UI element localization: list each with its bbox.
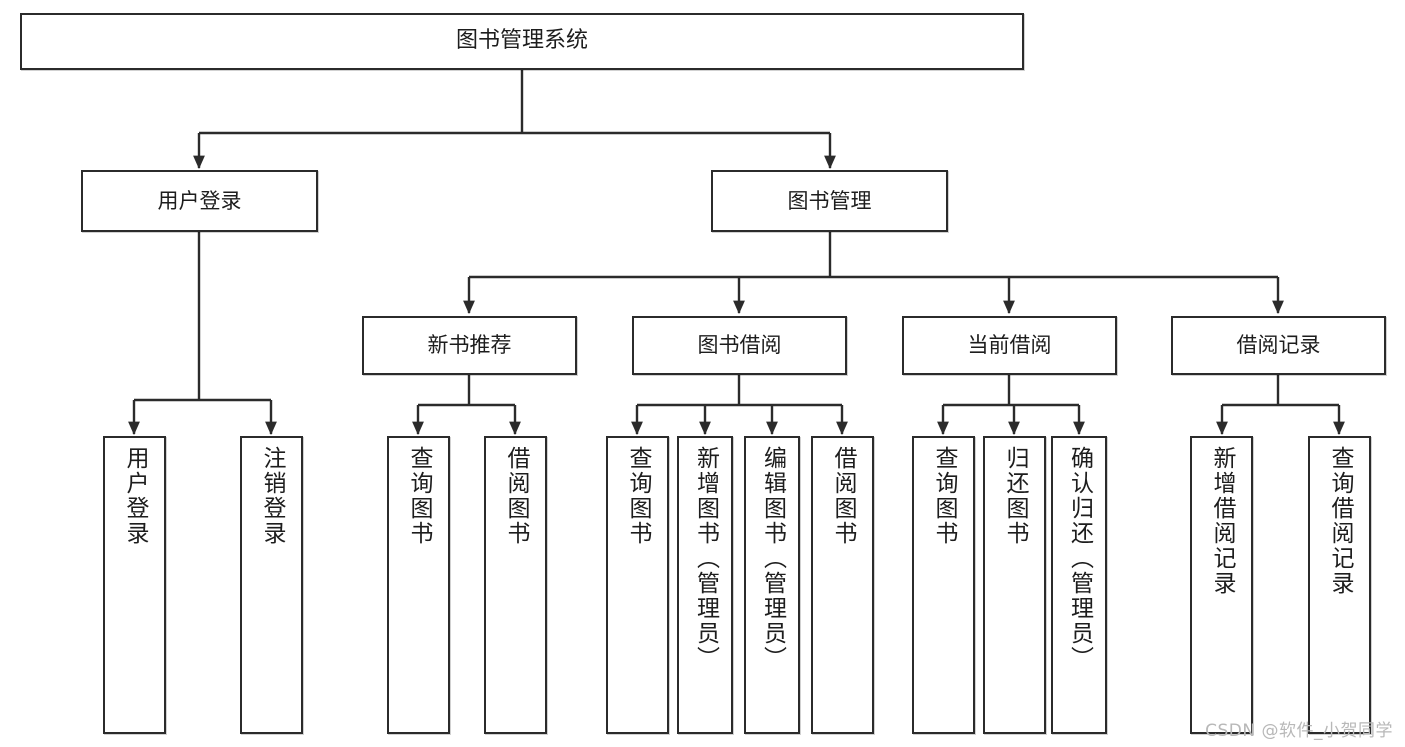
node-new-book-rec-label: 新书推荐: [427, 333, 512, 358]
node-root[interactable]: 图书管理系统: [20, 13, 1024, 70]
node-root-label: 图书管理系统: [455, 28, 588, 54]
node-leaf-return-book-label: 归还图书: [1002, 446, 1028, 546]
node-current-borrow-label: 当前借阅: [967, 333, 1052, 358]
node-leaf-query-book-rec-label: 查询图书: [406, 446, 432, 546]
node-user-login[interactable]: 用户登录: [81, 170, 318, 232]
node-current-borrow[interactable]: 当前借阅: [902, 316, 1117, 375]
node-leaf-confirm-return-label: 确认归还（管理员）: [1066, 446, 1093, 671]
node-leaf-query-book-cb[interactable]: 查询图书: [912, 436, 975, 734]
node-leaf-user-login-label: 用户登录: [122, 446, 148, 546]
node-book-manage-label: 图书管理: [787, 188, 872, 213]
node-leaf-query-book-rec[interactable]: 查询图书: [387, 436, 450, 734]
node-leaf-borrow-book-rec-label: 借阅图书: [503, 446, 529, 546]
node-leaf-add-book[interactable]: 新增图书（管理员）: [677, 436, 733, 734]
node-leaf-user-login[interactable]: 用户登录: [103, 436, 166, 734]
node-leaf-add-record[interactable]: 新增借阅记录: [1190, 436, 1253, 734]
node-leaf-query-record[interactable]: 查询借阅记录: [1308, 436, 1371, 734]
node-borrow-record-label: 借阅记录: [1236, 333, 1321, 358]
node-leaf-query-book-br-label: 查询图书: [625, 446, 651, 546]
node-leaf-edit-book[interactable]: 编辑图书（管理员）: [744, 436, 800, 734]
node-leaf-add-book-label: 新增图书（管理员）: [692, 446, 719, 671]
watermark: CSDN @软件_小贺同学: [1205, 721, 1393, 741]
node-new-book-rec[interactable]: 新书推荐: [362, 316, 577, 375]
node-leaf-edit-book-label: 编辑图书（管理员）: [759, 446, 786, 671]
node-leaf-logout[interactable]: 注销登录: [240, 436, 303, 734]
node-book-borrow[interactable]: 图书借阅: [632, 316, 847, 375]
node-leaf-logout-label: 注销登录: [259, 446, 285, 546]
node-leaf-borrow-book-br[interactable]: 借阅图书: [811, 436, 874, 734]
node-leaf-return-book[interactable]: 归还图书: [983, 436, 1046, 734]
node-leaf-confirm-return[interactable]: 确认归还（管理员）: [1051, 436, 1107, 734]
node-leaf-borrow-book-br-label: 借阅图书: [830, 446, 856, 546]
node-leaf-query-record-label: 查询借阅记录: [1327, 446, 1353, 596]
node-leaf-query-book-cb-label: 查询图书: [931, 446, 957, 546]
node-borrow-record[interactable]: 借阅记录: [1171, 316, 1386, 375]
node-book-borrow-label: 图书借阅: [697, 333, 782, 358]
node-leaf-query-book-br[interactable]: 查询图书: [606, 436, 669, 734]
node-user-login-label: 用户登录: [157, 188, 242, 213]
node-leaf-add-record-label: 新增借阅记录: [1209, 446, 1235, 596]
node-leaf-borrow-book-rec[interactable]: 借阅图书: [484, 436, 547, 734]
node-book-manage[interactable]: 图书管理: [711, 170, 948, 232]
